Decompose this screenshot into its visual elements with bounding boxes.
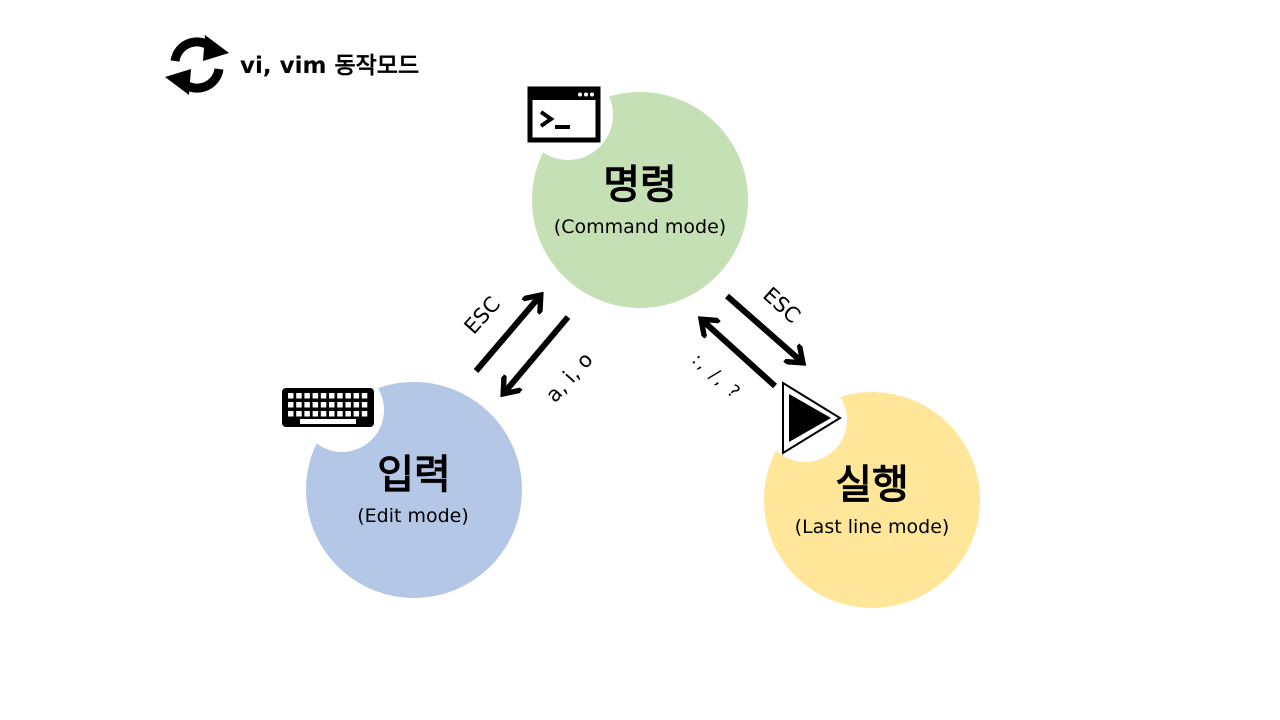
lastline-mode-node: 실행 (Last line mode) bbox=[763, 378, 980, 608]
label-command-to-edit: a, i, o bbox=[541, 348, 598, 407]
keyboard-key bbox=[312, 402, 319, 408]
label-command-to-lastline: ESC bbox=[758, 283, 805, 328]
keyboard-key bbox=[329, 411, 335, 417]
keyboard-key bbox=[345, 402, 351, 408]
label-lastline-to-command: :, /, ? bbox=[688, 349, 746, 404]
keyboard-key bbox=[337, 402, 343, 408]
command-mode-title: 명령 bbox=[603, 162, 677, 208]
keyboard-key bbox=[329, 393, 335, 399]
keyboard-key bbox=[361, 411, 368, 417]
keyboard-key bbox=[312, 411, 319, 417]
edit-mode-subtitle: (Edit mode) bbox=[357, 505, 469, 527]
arrow-lastline-to-command bbox=[702, 320, 778, 389]
keyboard-key bbox=[337, 393, 343, 399]
keyboard-key bbox=[337, 411, 343, 417]
keyboard-key bbox=[345, 393, 351, 399]
keyboard-key bbox=[353, 411, 360, 417]
arrow-edit-to-command bbox=[473, 296, 540, 373]
keyboard-icon bbox=[282, 388, 374, 427]
edit-mode-title: 입력 bbox=[377, 452, 451, 498]
edit-mode-node: 입력 (Edit mode) bbox=[282, 368, 522, 598]
keyboard-key bbox=[345, 411, 351, 417]
refresh-icon bbox=[165, 35, 229, 95]
terminal-icon bbox=[527, 86, 601, 143]
keyboard-key bbox=[296, 393, 302, 399]
keyboard-key bbox=[329, 402, 335, 408]
header: vi, vim 동작모드 bbox=[165, 35, 419, 95]
keyboard-key bbox=[320, 411, 327, 417]
keyboard-key bbox=[320, 393, 327, 399]
arrow-command-to-lastline bbox=[725, 293, 802, 362]
keyboard-key bbox=[320, 402, 327, 408]
keyboard-key bbox=[296, 402, 302, 408]
command-mode-node: 명령 (Command mode) bbox=[523, 70, 748, 308]
label-edit-to-command: ESC bbox=[460, 292, 505, 339]
command-mode-subtitle: (Command mode) bbox=[554, 216, 726, 238]
keyboard-key bbox=[304, 402, 310, 408]
lastline-mode-subtitle: (Last line mode) bbox=[795, 516, 950, 538]
keyboard-key bbox=[296, 411, 302, 417]
keyboard-key bbox=[312, 393, 319, 399]
keyboard-key bbox=[304, 411, 310, 417]
play-icon bbox=[782, 381, 842, 455]
keyboard-key bbox=[288, 402, 294, 408]
keyboard-key bbox=[361, 393, 368, 399]
keyboard-key bbox=[353, 393, 360, 399]
arrow-command-to-edit bbox=[504, 315, 571, 393]
keyboard-key bbox=[353, 402, 360, 408]
keyboard-key bbox=[288, 393, 294, 399]
page-title: vi, vim 동작모드 bbox=[240, 53, 419, 79]
keyboard-key bbox=[361, 402, 368, 408]
keyboard-spacebar bbox=[300, 419, 356, 424]
keyboard-key bbox=[288, 411, 294, 417]
lastline-mode-title: 실행 bbox=[835, 462, 909, 508]
keyboard-key bbox=[304, 393, 310, 399]
